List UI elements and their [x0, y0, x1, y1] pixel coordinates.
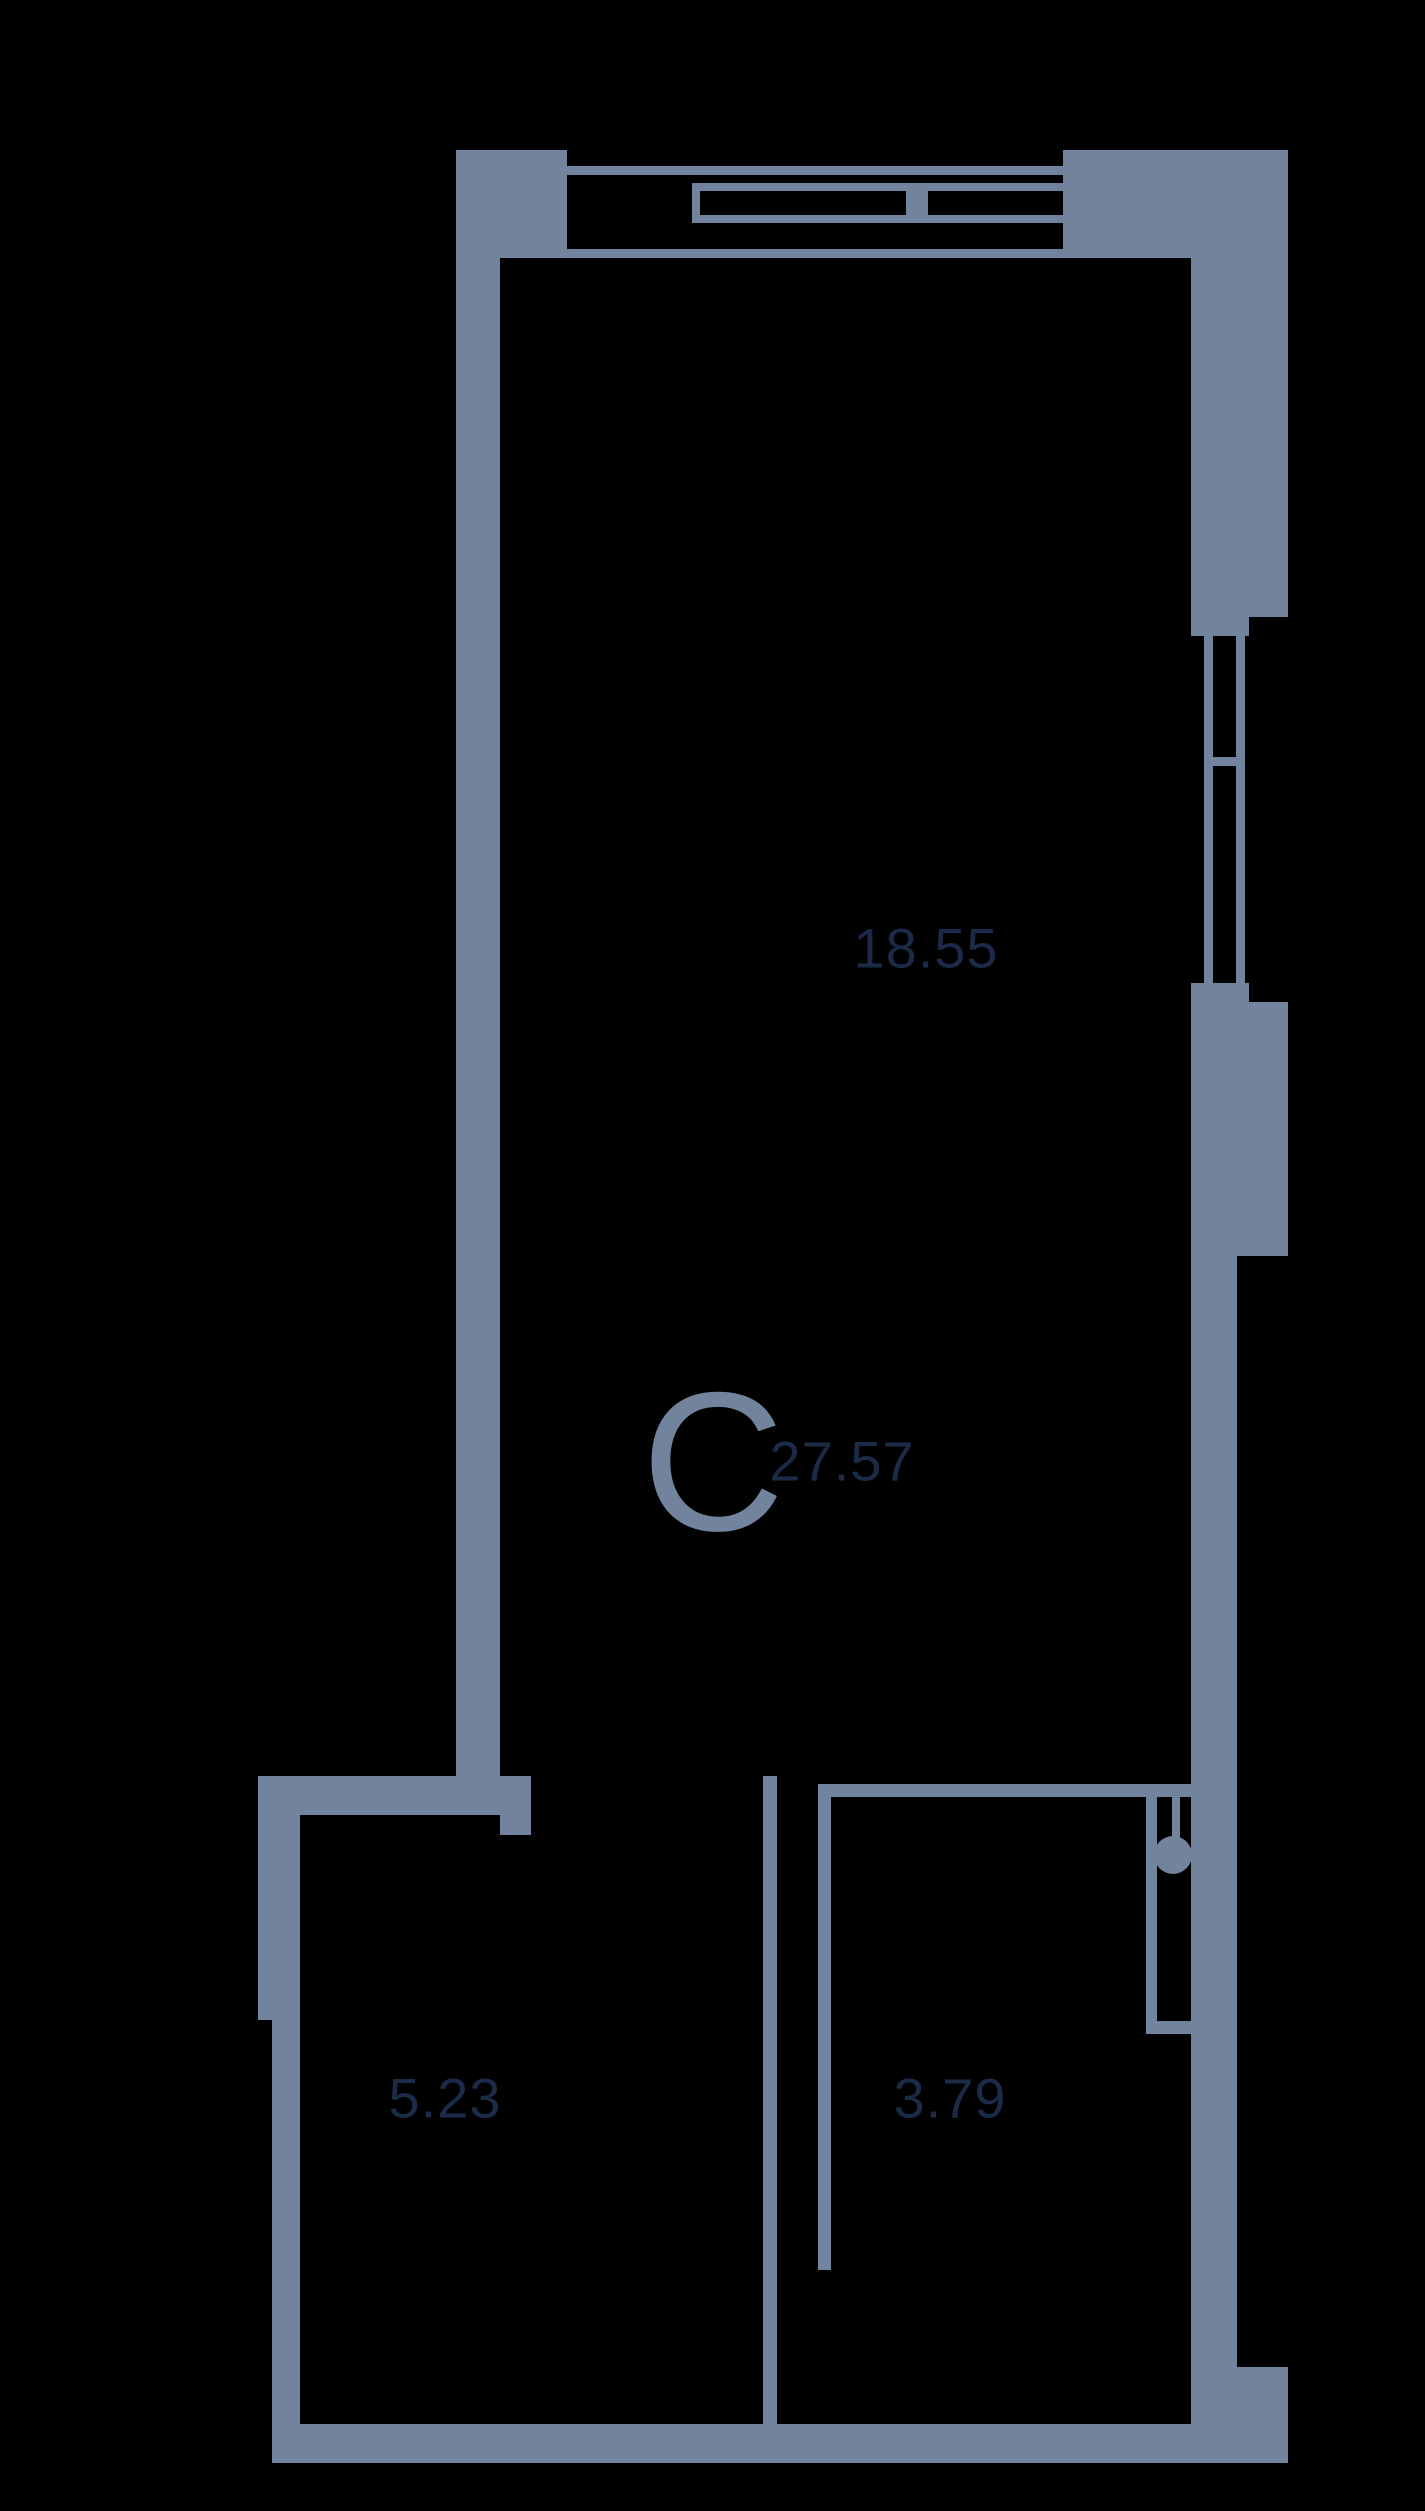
- wall-room379-left: [818, 1784, 831, 2270]
- duct-wall-horizontal: [1146, 2021, 1191, 2034]
- wall-left: [456, 258, 500, 1815]
- window-top-pane-line-1: [692, 183, 1063, 191]
- duct-wall-vertical: [1146, 1797, 1157, 2021]
- pipe-stack-line: [1172, 1797, 1180, 1844]
- window-right-pane-outer: [1236, 617, 1245, 1002]
- room-area-label-bottom-right: 3.79: [893, 2066, 1007, 2130]
- window-right-transom: [1204, 757, 1245, 766]
- section-letter: C: [641, 1351, 785, 1572]
- wall-right-upper: [1191, 258, 1288, 617]
- wall-right-lower: [1191, 1256, 1237, 2424]
- window-right-pane-inner: [1204, 617, 1213, 1002]
- pipe-stack-circle-icon: [1154, 1836, 1192, 1874]
- wall-top-right-block: [1063, 150, 1288, 258]
- wall-room5-left-upper: [258, 1776, 300, 2020]
- wall-room379-top: [818, 1784, 1191, 1797]
- room-area-label-main: 27.57: [769, 1429, 915, 1493]
- room-area-label-top: 18.55: [853, 916, 999, 980]
- window-top-sill-line: [567, 249, 1063, 258]
- window-top-pane-line-2: [692, 215, 1063, 223]
- window-right-cap-bottom: [1191, 983, 1249, 1002]
- wall-room5-left-lower: [272, 2020, 300, 2424]
- window-top-outer-line: [567, 166, 1063, 175]
- wall-junction-step: [500, 1776, 531, 1835]
- wall-partition-room5: [763, 1776, 777, 2463]
- window-top-left-cap: [692, 183, 700, 223]
- wall-bottom: [272, 2424, 1288, 2463]
- room-area-label-bottom-left: 5.23: [388, 2066, 502, 2130]
- wall-top-left-block: [456, 150, 567, 258]
- wall-right-mid: [1191, 1002, 1288, 1256]
- window-top-mullion: [906, 183, 928, 223]
